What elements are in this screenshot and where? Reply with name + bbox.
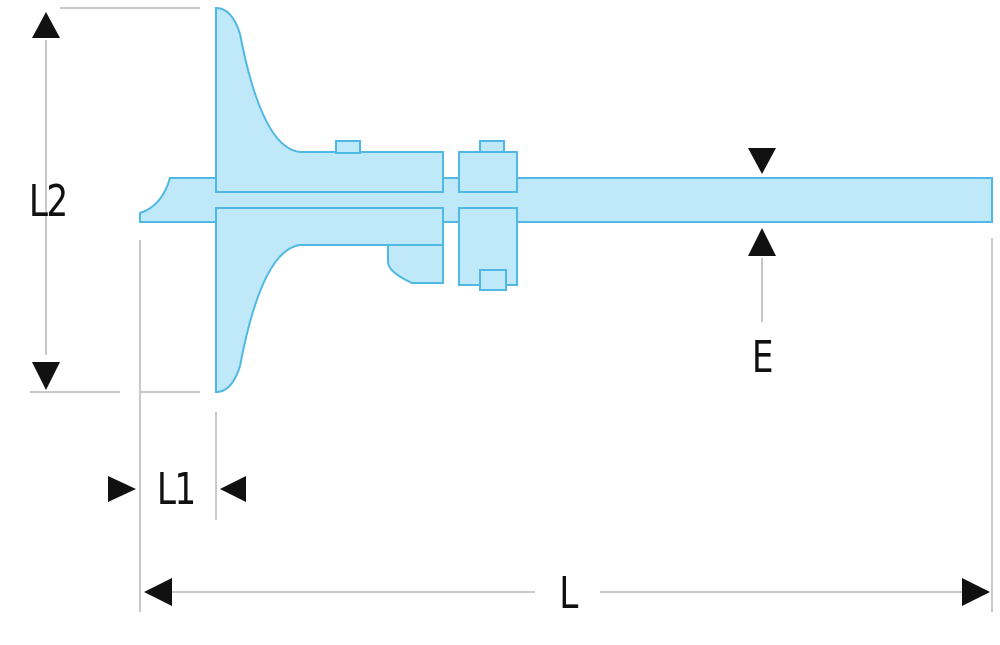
label-l2: L2: [28, 176, 68, 227]
l2-bottom-arrow-icon: [32, 362, 60, 390]
label-l: L: [559, 568, 578, 619]
extension-lines: [30, 7, 993, 612]
base-lower-flange: [215, 207, 444, 394]
depth-gauge: [139, 6, 993, 394]
e-bottom-arrow-icon: [748, 228, 776, 256]
l2-top-arrow-icon: [32, 12, 60, 38]
l1-right-arrow-icon: [220, 476, 246, 502]
arrowheads: [32, 12, 990, 606]
clamp-screw-top: [335, 140, 361, 154]
base-step-block: [387, 244, 444, 284]
slider-screw-bottom: [479, 269, 507, 291]
slider-upper-block: [458, 151, 518, 193]
l-right-arrow-icon: [962, 578, 990, 606]
label-e: E: [751, 332, 774, 383]
base-upper-flange: [215, 6, 444, 193]
label-l1: L1: [156, 464, 196, 515]
slider-screw-top: [479, 140, 505, 153]
l-left-arrow-icon: [144, 578, 172, 606]
l1-left-arrow-icon: [108, 476, 136, 502]
e-top-arrow-icon: [748, 148, 776, 174]
